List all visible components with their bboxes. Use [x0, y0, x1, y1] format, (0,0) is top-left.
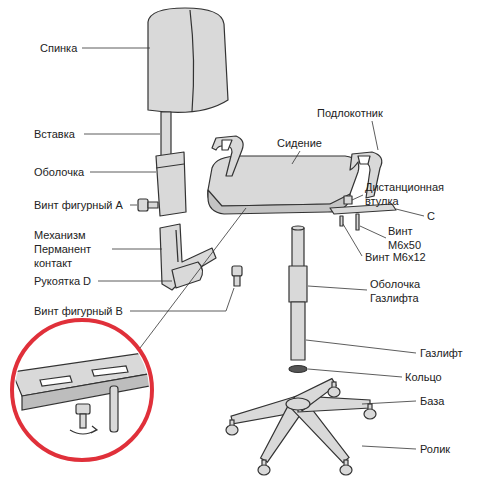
handle-d [172, 262, 203, 288]
mechanism [160, 224, 216, 290]
insert [161, 112, 171, 158]
part-label: Оболочка [34, 165, 84, 179]
caster [328, 387, 340, 397]
ring [289, 366, 307, 373]
part-label: Винт фигурный A [34, 198, 123, 212]
leader-lines [82, 48, 424, 449]
part-label: Вставка [34, 127, 75, 141]
screw-b [232, 266, 242, 276]
part-label: Спинка [40, 41, 77, 55]
part-label: C [427, 209, 435, 223]
part-label: Дистанционная втулка [365, 180, 465, 208]
gas-lift-top [292, 228, 304, 268]
caster [226, 425, 238, 435]
left-armrest [212, 136, 243, 176]
caster [340, 465, 352, 475]
part-label: Механизм Перманент контакт [34, 228, 112, 270]
screw-m6x12 [340, 216, 343, 226]
caster [258, 465, 270, 475]
part-label: Винт фигурный B [34, 304, 123, 318]
shell [156, 152, 186, 216]
part-label: Оболочка Газлифта [370, 277, 450, 305]
part-label: База [420, 394, 444, 408]
gas-lift [291, 302, 305, 360]
part-label: Ролик [420, 442, 450, 456]
part-label: Рукоятка D [34, 274, 91, 288]
part-label: Винт M6x12 [365, 250, 426, 264]
part-label: Сидение [277, 136, 322, 150]
screw-m6x50 [356, 214, 359, 230]
screw-a [138, 199, 148, 211]
spacer-bushing [344, 196, 352, 204]
caster [364, 409, 376, 419]
part-label: Газлифт [420, 346, 463, 360]
part-label: Подлокотник [317, 106, 383, 120]
part-label: Винт M6x50 [388, 224, 438, 252]
detail-inset [12, 320, 160, 460]
part-label: Кольцо [405, 370, 442, 384]
gas-lift-shell [289, 266, 307, 302]
backrest [148, 8, 228, 112]
